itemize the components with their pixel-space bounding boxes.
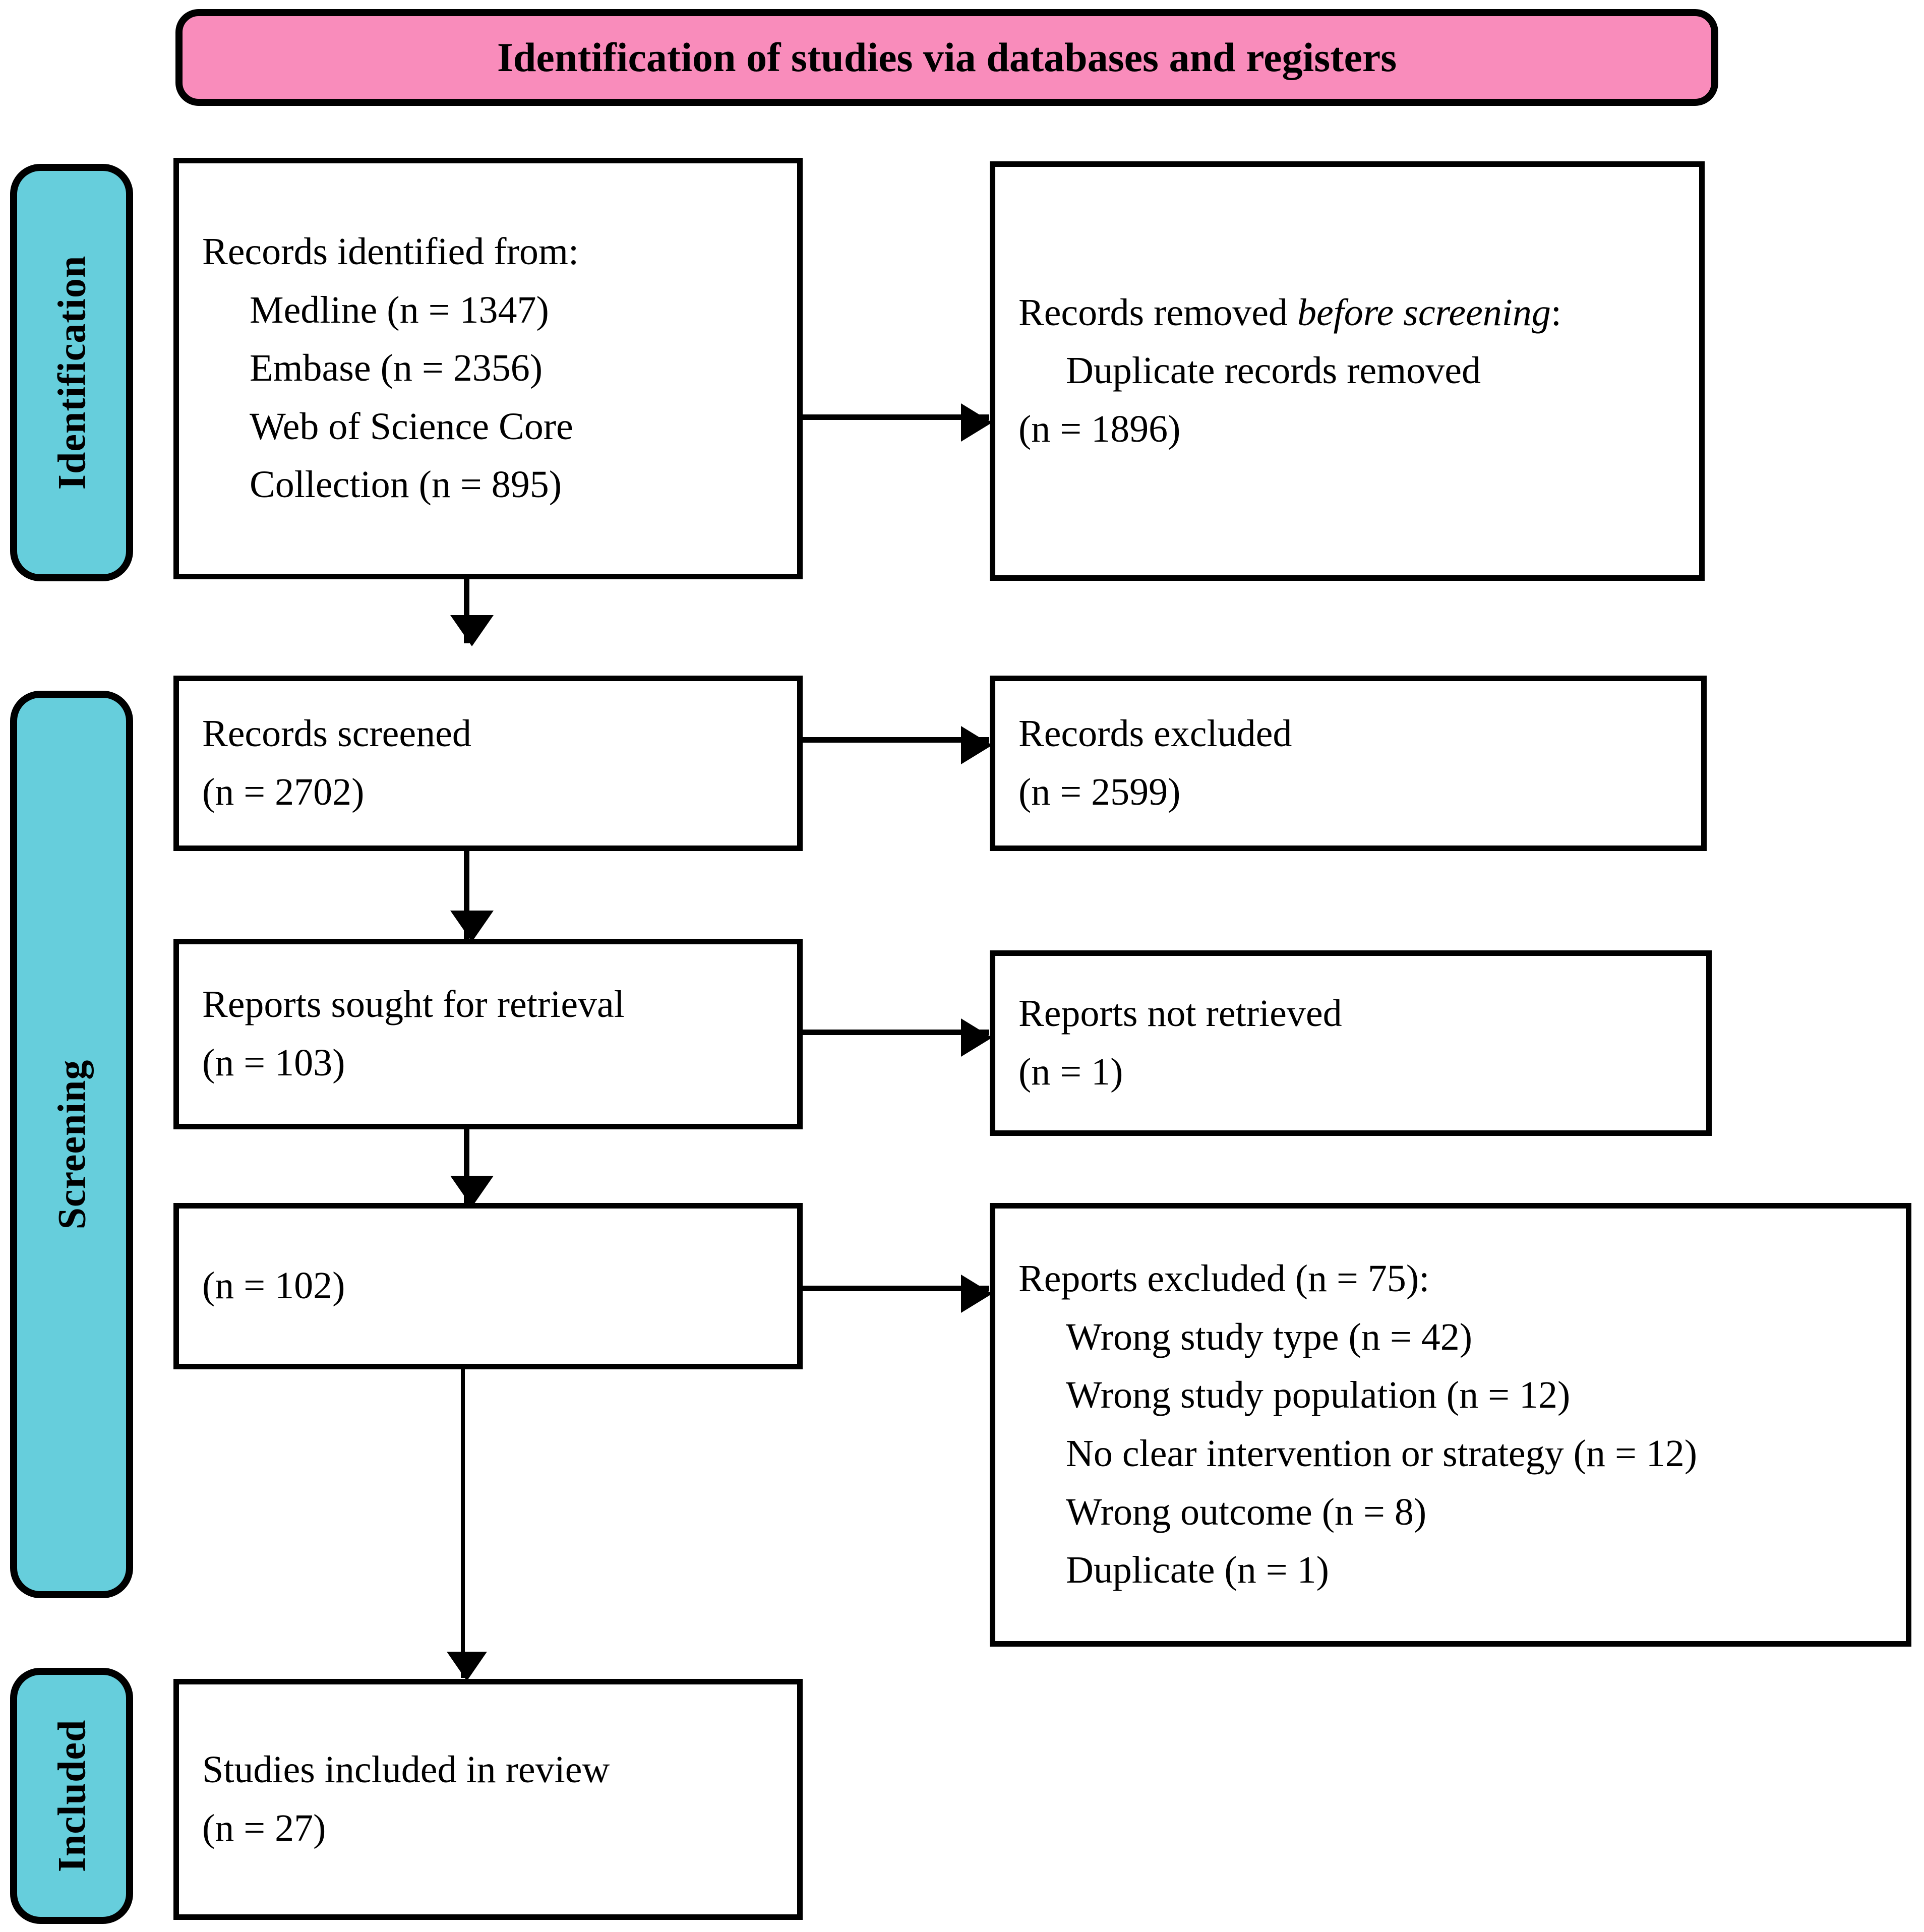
- box-reports-sought: Reports sought for retrieval (n = 103): [173, 939, 803, 1129]
- box-line: (n = 2599): [1018, 771, 1181, 813]
- box-records-screened: Records screened (n = 2702): [173, 676, 803, 851]
- stage-tab-screening-label: Screening: [49, 1059, 94, 1230]
- box-line: Wrong outcome (n = 8): [1066, 1490, 1427, 1533]
- box-line: Wrong study population (n = 12): [1066, 1374, 1571, 1417]
- box-line: (n = 1): [1018, 1051, 1123, 1093]
- box-line: (n = 27): [202, 1807, 326, 1849]
- diagram-title-banner: Identification of studies via databases …: [175, 9, 1718, 106]
- box-line: (n = 2702): [202, 771, 365, 813]
- arrow-sought-to-not-retrieved: [803, 1018, 992, 1057]
- stage-tab-included: Included: [10, 1668, 133, 1924]
- box-line: Collection (n = 895): [250, 463, 562, 506]
- box-line: Wrong study type (n = 42): [1066, 1315, 1473, 1358]
- box-line: Records removed before screening:: [1018, 284, 1676, 342]
- arrow-assessed-to-excluded: [803, 1275, 992, 1313]
- box-line: Embase (n = 2356): [250, 347, 543, 390]
- diagram-title: Identification of studies via databases …: [497, 34, 1397, 80]
- box-line: Reports sought for retrieval: [202, 983, 625, 1026]
- arrow-sought-to-assessed: [450, 1129, 494, 1207]
- box-line: Medline (n = 1347): [250, 288, 549, 331]
- box-line: No clear intervention or strategy (n = 1…: [1066, 1432, 1698, 1475]
- stage-tab-identification-label: Identification: [49, 255, 94, 490]
- box-line: Duplicate (n = 1): [1066, 1549, 1329, 1592]
- box-reports-excluded: Reports excluded (n = 75): Wrong study t…: [990, 1203, 1911, 1647]
- box-line: (n = 102): [202, 1264, 345, 1307]
- box-line: (n = 1896): [1018, 407, 1181, 450]
- stage-tab-identification: Identification: [10, 164, 133, 581]
- box-reports-not-retrieved: Reports not retrieved (n = 1): [990, 950, 1712, 1136]
- box-reports-assessed: (n = 102): [173, 1203, 803, 1369]
- box-line: Records excluded: [1018, 712, 1292, 755]
- box-records-removed: Records removed before screening: Duplic…: [990, 161, 1705, 581]
- box-line: Duplicate records removed: [1066, 349, 1481, 392]
- records-removed-text: Records removed: [1018, 291, 1297, 334]
- box-line: (n = 103): [202, 1042, 345, 1084]
- box-line: Reports not retrieved: [1018, 992, 1342, 1035]
- box-line: Reports excluded (n = 75):: [1018, 1257, 1430, 1300]
- arrow-screened-to-sought: [450, 851, 494, 942]
- arrow-identified-to-removed: [803, 403, 992, 442]
- records-removed-emphasis: before screening: [1297, 291, 1551, 334]
- arrow-assessed-to-included: [447, 1369, 487, 1681]
- stage-tab-included-label: Included: [49, 1719, 94, 1873]
- box-line: Studies included in review: [202, 1748, 610, 1791]
- stage-tab-screening: Screening: [10, 691, 133, 1598]
- box-studies-included: Studies included in review (n = 27): [173, 1679, 803, 1920]
- arrow-screened-to-excluded: [803, 726, 992, 764]
- records-removed-suffix: :: [1550, 291, 1562, 334]
- box-line: Records screened: [202, 712, 471, 755]
- box-line: Records identified from:: [202, 230, 579, 273]
- arrow-identified-to-screened: [450, 579, 494, 646]
- box-records-excluded: Records excluded (n = 2599): [990, 676, 1707, 851]
- box-records-identified: Records identified from: Medline (n = 13…: [173, 158, 803, 579]
- box-line: Web of Science Core: [250, 405, 573, 448]
